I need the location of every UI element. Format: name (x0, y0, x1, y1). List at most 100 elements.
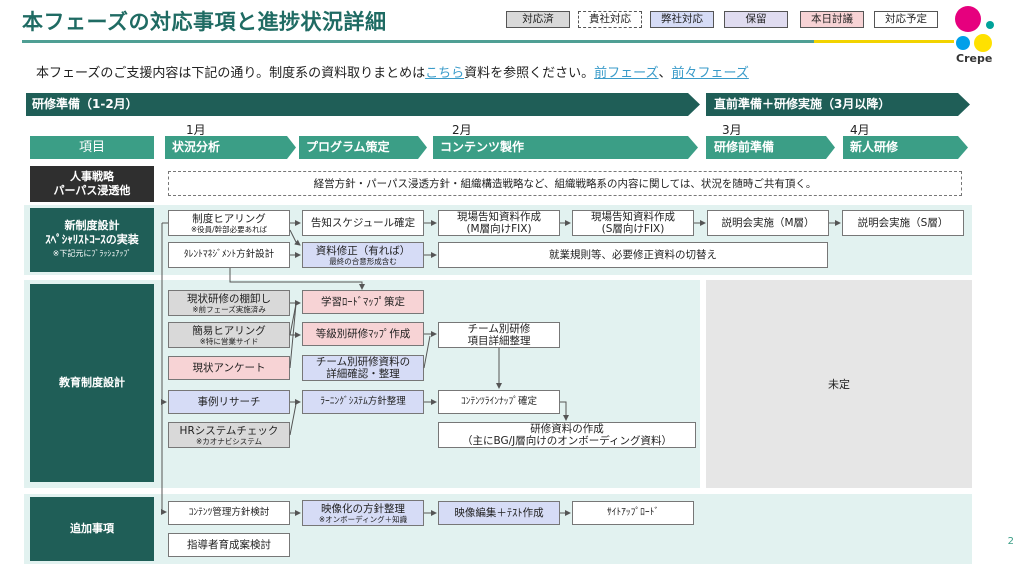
box-kenshu-shiryo: 研修資料の作成 （主にBG/J層向けのオンボーディング資料） (438, 422, 696, 448)
step4-arrow (706, 136, 835, 159)
box-genba-m: 現場告知資料作成 (M層向けFIX) (438, 210, 560, 236)
box-team-shiryo-main2: 詳細確認・整理 (326, 368, 400, 380)
box-hr-system: HRシステムチェック ※カオナビシステム (168, 422, 290, 448)
box-seido-hearing-main: 制度ヒアリング (192, 212, 266, 225)
legend-today: 本日討議 (800, 11, 864, 28)
row-jinji-line2: パーパス浸透他 (53, 184, 131, 197)
page-title: 本フェーズの対応事項と進捗状況詳細 (22, 10, 387, 34)
box-roadmap: 学習ﾛｰﾄﾞﾏｯﾌﾟ策定 (302, 290, 424, 314)
box-kani-hearing-sub: ※特に営業サイド (199, 336, 259, 346)
box-kani-hearing-main: 簡易ヒアリング (192, 324, 266, 337)
box-contents-kanri: ｺﾝﾃﾝﾂ管理方針検討 (168, 501, 290, 525)
box-kani-hearing: 簡易ヒアリング ※特に営業サイド (168, 322, 290, 348)
intro-middle: 資料を参照ください。 (464, 66, 595, 81)
step-program: プログラム策定 (306, 140, 390, 154)
step-shinjin: 新人研修 (850, 140, 899, 154)
title-underline-accent (814, 40, 954, 43)
box-team-kenshu-main2: 項目詳細整理 (467, 335, 531, 347)
row-jinji-line1: 人事戦略 (70, 170, 114, 183)
month-3: 3月 (722, 123, 742, 137)
legend-done: 対応済 (506, 11, 570, 28)
box-learning-system: ﾗｰﾆﾝｸﾞｼｽﾃﾑ方針整理 (302, 390, 424, 414)
box-eizo-hoshin-main: 映像化の方針整理 (321, 502, 405, 515)
box-setsumei-m: 説明会実施（M層） (707, 210, 829, 236)
box-genba-s: 現場告知資料作成 (S層向けFIX) (572, 210, 694, 236)
box-shiryo-shusei-main: 資料修正（有れば） (315, 244, 411, 257)
step-jokyo: 状況分析 (172, 140, 221, 154)
box-kokuchi-schedule: 告知スケジュール確定 (302, 210, 424, 236)
box-team-kenshu-main: チーム別研修 (467, 323, 531, 335)
box-tokyu-map: 等級別研修ﾏｯﾌﾟ作成 (302, 322, 424, 346)
step3-arrow (433, 136, 698, 159)
box-site-upload: ｻｲﾄｱｯﾌﾟﾛｰﾄﾞ (572, 501, 694, 525)
box-eizo-hoshin-sub: ※オンボーディング＋知識 (318, 514, 408, 524)
box-lineup: ｺﾝﾃﾝﾂﾗｲﾝﾅｯﾌﾟ確定 (438, 390, 560, 414)
box-jirei-research: 事例リサーチ (168, 390, 290, 414)
row-seido-line2: ｽﾍﾟｼｬﾘｽﾄｺｰｽの実装 (45, 233, 139, 246)
box-genjo-survey: 現状アンケート (168, 356, 290, 380)
box-team-kenshu: チーム別研修 項目詳細整理 (438, 322, 560, 348)
intro-text: 本フェーズのご支援内容は下記の通り。制度系の資料取りまとめはこちら資料を参照くだ… (36, 62, 749, 81)
title-underline (22, 40, 814, 43)
box-team-shiryo: チーム別研修資料の 詳細確認・整理 (302, 355, 424, 381)
box-seido-hearing-sub: ※役員/幹部必要あれば (190, 224, 268, 234)
box-genba-m-sub: (M層向けFIX) (466, 223, 532, 235)
box-hr-system-main: HRシステムチェック (179, 424, 279, 437)
month-4: 4月 (850, 123, 870, 137)
mitei-area: 未定 (706, 280, 972, 488)
legend-client: 貴社対応 (578, 11, 642, 28)
phase1-label: 研修準備（1-2月） (32, 97, 138, 111)
box-shugyo-kisoku: 就業規則等、必要修正資料の切替え (438, 242, 828, 268)
phase1-arrow (26, 93, 700, 116)
box-kenshu-shiryo-main2: （主にBG/J層向けのオンボーディング資料） (461, 435, 673, 447)
step2-arrow (299, 136, 427, 159)
month-2: 2月 (452, 123, 472, 137)
box-seido-hearing: 制度ヒアリング ※役員/幹部必要あれば (168, 210, 290, 236)
month-1: 1月 (186, 123, 206, 137)
link-prev-phase[interactable]: 前フェーズ (594, 66, 659, 81)
page-number: 2 (1007, 536, 1014, 547)
phase2-label: 直前準備＋研修実施（3月以降） (714, 97, 891, 111)
row-jinji-header: 人事戦略 パーパス浸透他 (30, 166, 154, 202)
box-kenshu-shiryo-main: 研修資料の作成 (530, 423, 604, 435)
step1-arrow (165, 136, 296, 159)
box-genba-m-main: 現場告知資料作成 (457, 211, 541, 223)
box-shidosha: 指導者育成案検討 (168, 533, 290, 557)
step-zenjunbi: 研修前準備 (714, 140, 775, 154)
box-tanaoroshi-sub: ※前フェーズ実施済み (192, 304, 266, 314)
link-prev-prev-phase[interactable]: 前々フェーズ (671, 66, 749, 81)
step-contents: コンテンツ製作 (440, 140, 525, 154)
box-tanaoroshi-main: 現状研修の棚卸し (187, 292, 271, 305)
logo-dot-teal (986, 21, 994, 29)
legend-planned: 対応予定 (874, 11, 938, 28)
crepe-logo: Crepe (950, 4, 1020, 68)
box-genba-s-main: 現場告知資料作成 (591, 211, 675, 223)
logo-dot-blue (956, 36, 970, 50)
intro-before: 本フェーズのご支援内容は下記の通り。制度系の資料取りまとめは (36, 66, 426, 81)
box-hr-system-sub: ※カオナビシステム (195, 436, 263, 446)
legend-hold: 保留 (724, 11, 788, 28)
row-seido-sub: ※下記元にﾌﾞﾗｯｼｭｱｯﾌﾟ (52, 249, 132, 258)
jinji-note: 経営方針・パーパス浸透方針・組織構造戦略など、組織戦略系の内容に関しては、状況を… (168, 171, 962, 196)
box-shiryo-shusei-sub: 最終の合意形成含む (329, 256, 397, 266)
logo-text: Crepe (956, 52, 993, 65)
koumoku-header: 項目 (30, 136, 154, 159)
row-seido-line1: 新制度設計 (64, 219, 120, 232)
box-team-shiryo-main: チーム別研修資料の (315, 356, 411, 368)
box-eizo-hoshin: 映像化の方針整理 ※オンボーディング＋知識 (302, 500, 424, 526)
row-tsuika-header: 追加事項 (30, 497, 154, 561)
box-shiryo-shusei: 資料修正（有れば） 最終の合意形成含む (302, 242, 424, 268)
logo-dot-magenta (955, 6, 981, 32)
phase2-arrow (706, 93, 970, 116)
box-setsumei-s: 説明会実施（S層） (842, 210, 964, 236)
row-kyoiku-header: 教育制度設計 (30, 284, 154, 482)
logo-dot-yellow (974, 34, 992, 52)
box-genba-s-sub: (S層向けFIX) (601, 223, 665, 235)
link-kochira[interactable]: こちら (425, 66, 465, 81)
box-eizo-henshu: 映像編集＋ﾃｽﾄ作成 (438, 501, 560, 525)
row-seido-header: 新制度設計 ｽﾍﾟｼｬﾘｽﾄｺｰｽの実装 ※下記元にﾌﾞﾗｯｼｭｱｯﾌﾟ (30, 208, 154, 272)
box-talent: ﾀﾚﾝﾄﾏﾈｼﾞﾒﾝﾄ方針設計 (168, 242, 290, 268)
box-tanaoroshi: 現状研修の棚卸し ※前フェーズ実施済み (168, 290, 290, 316)
